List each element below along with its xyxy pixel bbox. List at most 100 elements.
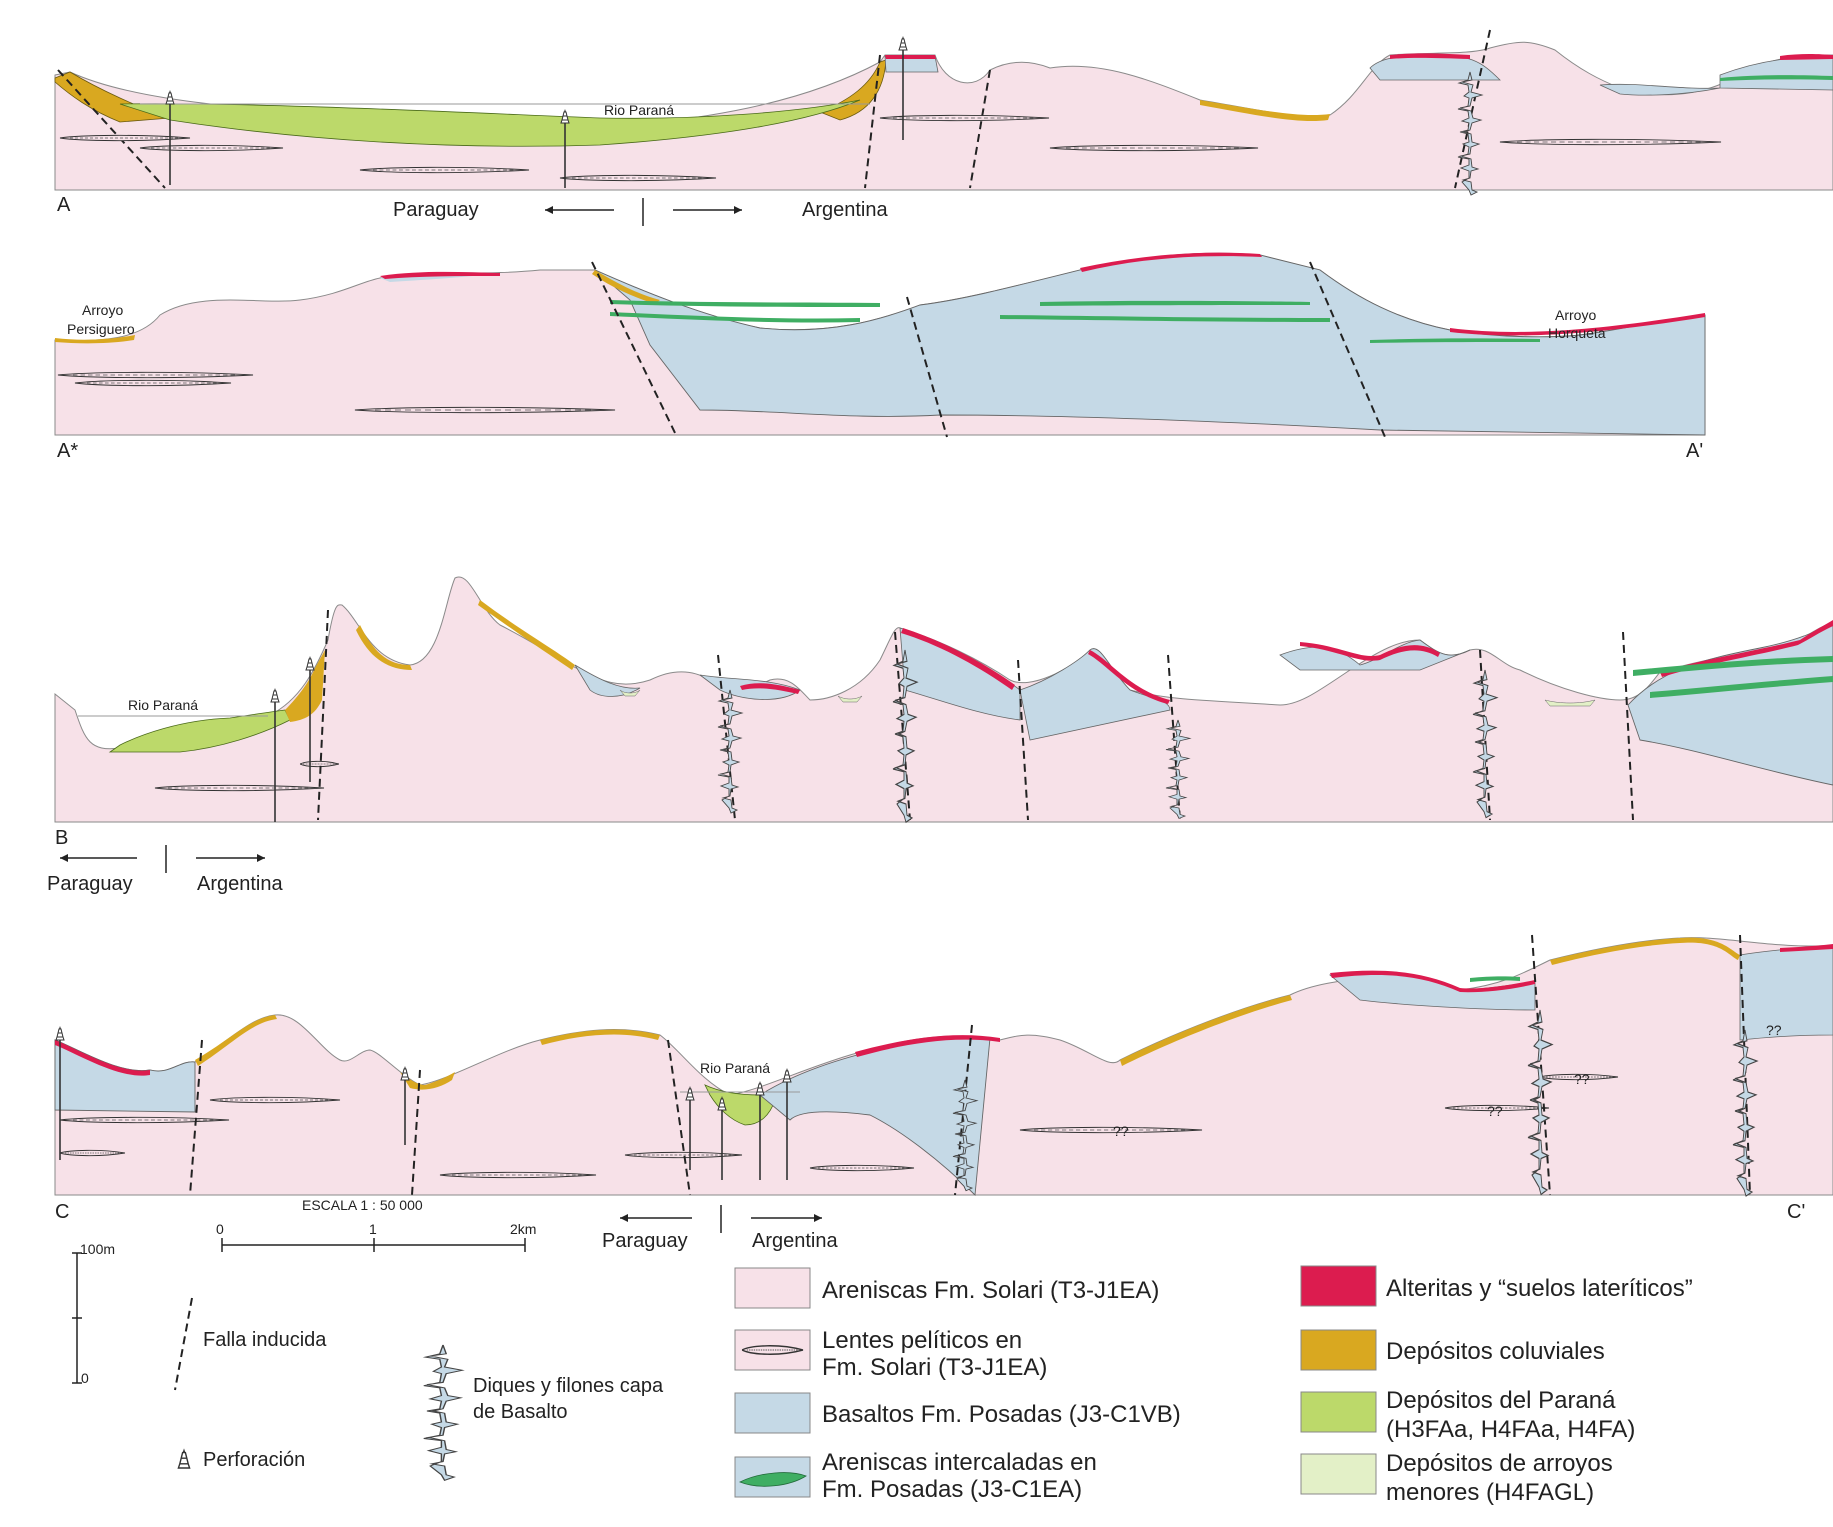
section-c-colluvial-4 [1120,995,1292,1066]
section-a-laterite-2 [1390,53,1470,59]
section-b-fault-7 [1622,631,1634,821]
section-c-laterite-1 [55,1040,150,1076]
section-a-fault-1 [57,69,166,189]
section-a-basalt-4 [1719,56,1833,91]
legend-unit-solari: Areniscas Fm. Solari (T3-J1EA) [822,1277,1159,1304]
legend-swatch-parana [1300,1391,1377,1433]
drill-icon [898,35,908,51]
section-b-colluvial-2 [356,625,412,670]
section-c-intercalated [1470,976,1520,982]
section-c-uncertain-1: ?? [1113,1123,1129,1139]
section-b-basalt-1 [574,664,641,697]
legend-unit-arroyos-2: menores (H4FAGL) [1386,1479,1594,1506]
drill-icon [165,89,175,105]
section-a-star-arroyo-right-1: Arroyo [1555,307,1596,323]
scale-bar: ESCALA 1 : 50 000 0 1 2km 100m 0 [72,1197,536,1386]
section-b-fault-4 [1017,659,1029,821]
section-a-star-arroyo-left-2: Persiguero [67,321,135,337]
section-a-star-end-label: A' [1686,440,1703,462]
drill-icon [55,1025,65,1041]
section-b-intercalated-2 [1650,676,1833,698]
section-a-star-basalt [594,252,1706,436]
section-a-laterite-3 [1780,54,1833,60]
legend-unit-coluviales: Depósitos coluviales [1386,1338,1605,1365]
legend-swatch-coluviales [1300,1329,1377,1371]
section-b-colluvial-1 [285,650,325,722]
section-c-fault-2 [411,1069,421,1196]
legend-swatch-basaltos [734,1392,811,1434]
section-a-star-intercalated-5 [1370,338,1540,343]
legend-swatch-arroyos [1300,1453,1377,1495]
section-a: Rio Paraná A Paraguay Argentina [54,29,1833,226]
section-a-star-intercalated-2 [610,312,860,323]
section-c-uncertain-3: ?? [1574,1071,1590,1087]
section-c-fault-5 [1531,934,1551,1196]
section-c-colluvial-3 [540,1029,660,1045]
section-c-drills [55,1025,792,1180]
legend-symbols: Falla inducida Diques y filones capa de … [174,1297,664,1482]
section-c-nav-paraguay: Paraguay [602,1230,688,1252]
section-a-star-intercalated-1 [610,300,880,307]
section-c-river-label: Rio Paraná [700,1060,770,1076]
section-b-laterite-5 [740,683,800,694]
legend-fault-label: Falla inducida [203,1329,327,1351]
section-a-star-fault-1 [591,261,678,438]
vertical-scale-bottom: 0 [81,1370,89,1386]
section-a-star-start-label: A* [57,440,78,462]
section-a-fault-2 [864,54,881,189]
legend-dikes-label-2: de Basalto [473,1401,568,1423]
section-a-star-laterite-1 [380,271,500,279]
section-b-drills [270,655,315,822]
section-c-colluvial-5 [1550,937,1740,965]
section-b-river-label: Rio Paraná [128,697,198,713]
legend-unit-parana-2: (H3FAa, H4FAa, H4FA) [1386,1416,1635,1443]
drill-icon [782,1067,792,1083]
section-a-parana-deposit [119,99,861,147]
section-c-fault-3 [667,1039,691,1196]
section-c-laterite-3 [1330,970,1535,993]
section-b-nav-argentina: Argentina [197,873,283,895]
section-b-laterite-4 [1660,620,1833,677]
section-c-colluvial-2 [400,1072,455,1090]
vertical-scale-top: 100m [80,1241,115,1257]
section-a-star-arroyo-right-2: Horqueta [1548,325,1606,341]
section-b-creek-2 [837,695,863,703]
section-a-star-intercalated-4 [1000,315,1330,322]
drill-symbol [177,1447,191,1469]
section-c-uncertain-2: ?? [1487,1103,1503,1119]
scale-title: ESCALA 1 : 50 000 [302,1197,423,1213]
section-a-drills [165,35,908,188]
legend-unit-lentes-2: Fm. Solari (T3-J1EA) [822,1354,1047,1381]
section-c-nav-argentina: Argentina [752,1230,838,1252]
section-a-laterite-1 [885,55,936,59]
section-a-fault-4 [1454,29,1491,189]
section-b-intercalated-1 [1633,656,1833,676]
section-a-star: Arroyo Persiguero Arroyo Horqueta A* A' [54,252,1706,462]
legend-dikes-label-1: Diques y filones capa [473,1375,664,1397]
legend-unit-alteritas: Alteritas y “suelos lateríticos” [1386,1275,1693,1302]
section-b-parana [108,709,291,753]
section-a-star-arroyo-left-1: Arroyo [82,302,123,318]
section-a-nav-paraguay: Paraguay [393,199,479,221]
legend-unit-lentes-1: Lentes pelíticos en [822,1327,1022,1354]
legend-units: Areniscas Fm. Solari (T3-J1EA) Lentes pe… [734,1265,1693,1506]
section-b-laterite-3 [1300,642,1440,661]
section-a-river-label: Rio Paraná [604,102,674,118]
section-a-fault-3 [969,69,991,189]
legend-unit-intercaladas-2: Fm. Posadas (J3-C1EA) [822,1476,1082,1503]
section-a-nav-argentina: Argentina [802,199,888,221]
section-a-star-intercalated-3 [1040,300,1310,306]
section-a-star-colluvial-1 [55,335,135,344]
section-a-colluvial-3 [1200,100,1330,122]
legend-unit-basaltos: Basaltos Fm. Posadas (J3-C1VB) [822,1401,1181,1428]
section-c-basalt-2 [759,1036,991,1196]
section-a-star-fault-2 [906,296,948,438]
section-b: Rio Paraná B Paraguay Argentina [47,576,1833,895]
section-a-start-label: A [57,194,71,216]
section-b-laterite-1 [901,628,1015,690]
section-a-intercalated [1720,75,1833,81]
section-b-nav-paraguay: Paraguay [47,873,133,895]
green-lens-symbol [739,1472,807,1487]
section-c: Rio Paraná ?? ?? ?? ?? C C' Paraguay Arg… [54,934,1833,1252]
